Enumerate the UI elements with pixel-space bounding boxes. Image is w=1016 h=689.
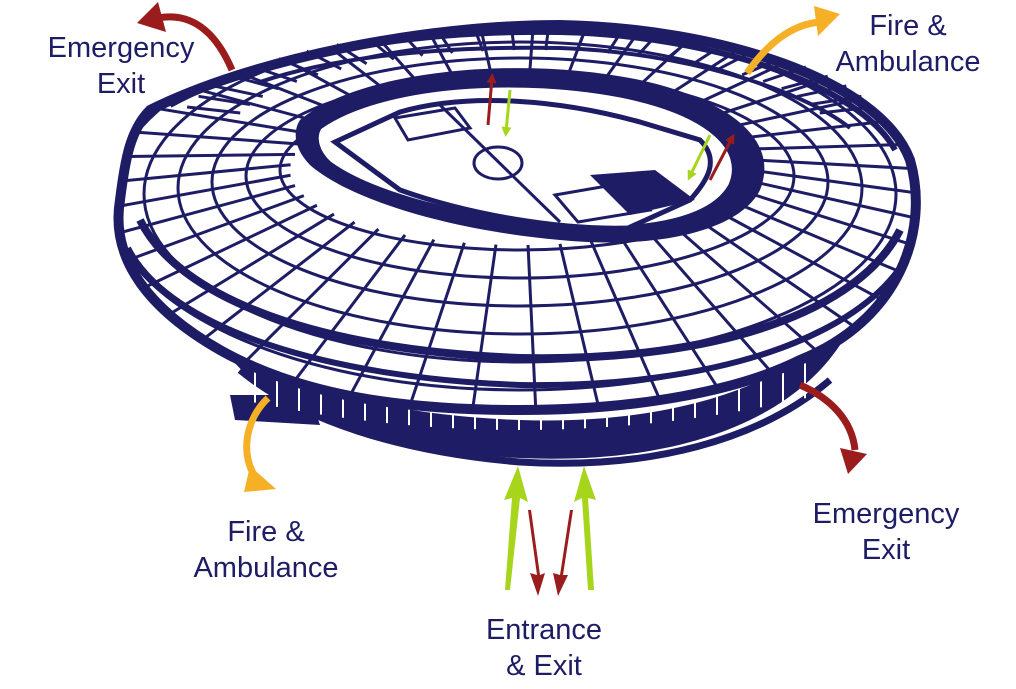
label-line: Fire & <box>227 516 305 548</box>
straight-arrow-icon <box>504 466 596 596</box>
curved-arrow-icon <box>744 6 840 76</box>
label-line: Exit <box>96 68 146 100</box>
label-line: Exit <box>861 534 911 566</box>
curved-arrow-icon <box>243 395 276 492</box>
label-line: Emergency <box>47 32 195 64</box>
label-line: & Exit <box>506 650 582 682</box>
fire-ambulance-label: Fire & Ambulance <box>810 8 1006 80</box>
emergency-exit-label: Emergency Exit <box>775 496 997 568</box>
label-line: Ambulance <box>193 552 339 584</box>
entrance-exit-label: Entrance & Exit <box>440 612 648 684</box>
emergency-exit-label: Emergency Exit <box>10 30 232 102</box>
label-line: Entrance <box>485 614 603 646</box>
label-line: Emergency <box>812 498 960 530</box>
label-line: Ambulance <box>835 46 981 78</box>
label-line: Fire & <box>869 10 947 42</box>
inner-access-arrows <box>486 73 735 181</box>
stadium-roof-ring <box>168 26 898 152</box>
stadium-field <box>295 68 765 243</box>
football-pitch <box>330 98 713 231</box>
curved-arrow-icon <box>137 2 236 72</box>
curved-arrow-icon <box>798 381 867 474</box>
fire-ambulance-label: Fire & Ambulance <box>168 514 364 586</box>
